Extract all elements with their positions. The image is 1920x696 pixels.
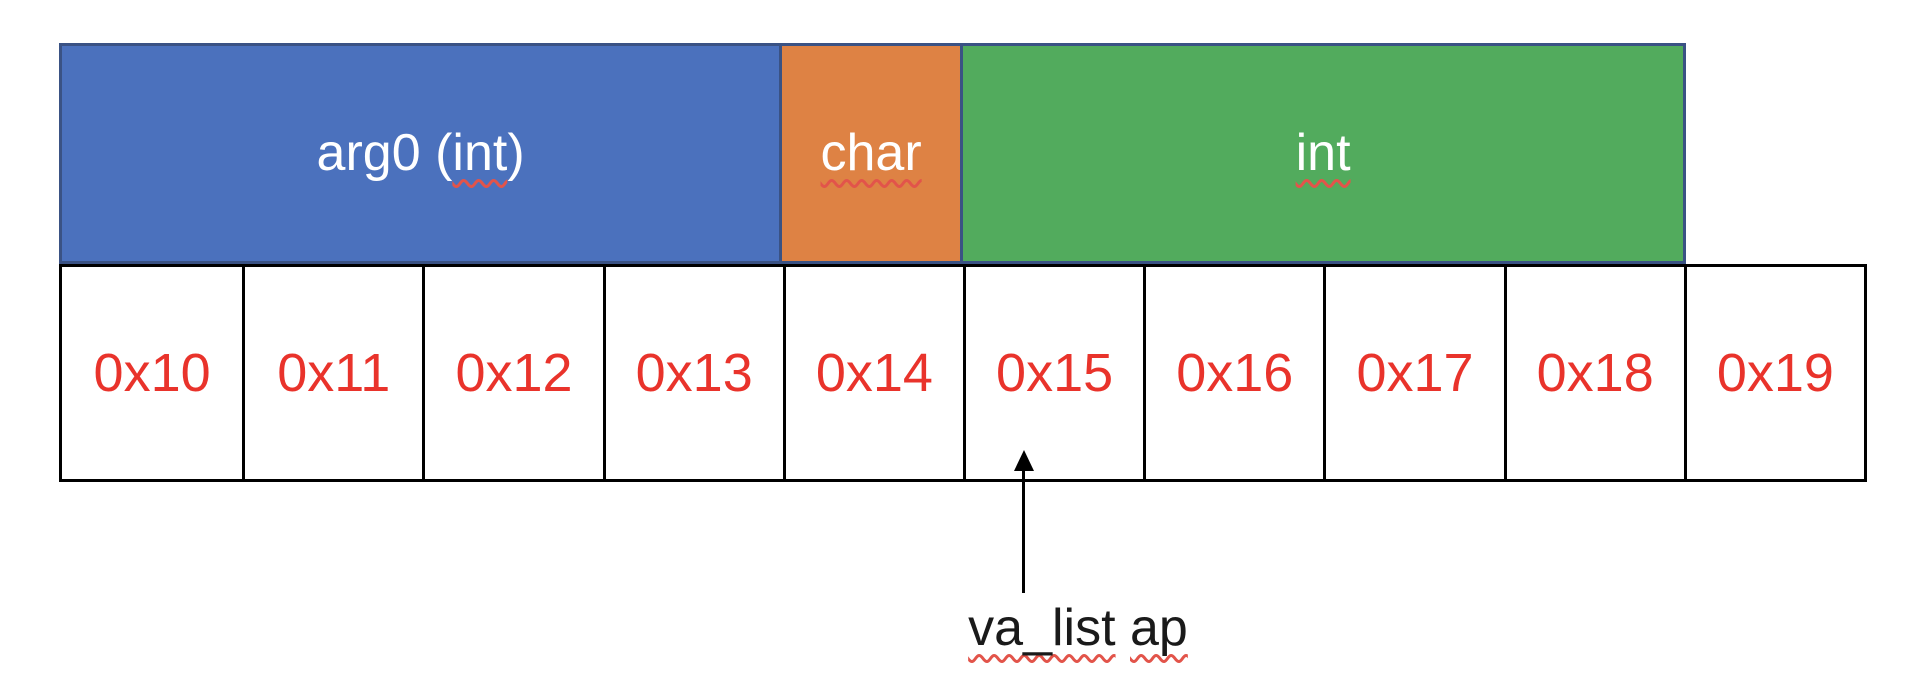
memory-cell-0x10: 0x10 — [62, 267, 242, 479]
char-block: char — [779, 43, 963, 264]
arg0-int-block: arg0 (int) — [59, 43, 783, 264]
memory-cell-0x16: 0x16 — [1143, 267, 1323, 479]
int-block: int — [960, 43, 1687, 264]
cell-address-label: 0x11 — [277, 343, 391, 403]
cell-address-label: 0x18 — [1536, 343, 1654, 403]
cell-address-label: 0x13 — [635, 343, 753, 403]
cell-address-label: 0x10 — [93, 343, 211, 403]
va-list-label-part: ap — [1130, 599, 1188, 657]
arrow-line — [1022, 468, 1025, 593]
arrow-head-icon — [1014, 450, 1034, 471]
memory-cell-0x12: 0x12 — [422, 267, 602, 479]
memory-cell-0x13: 0x13 — [602, 267, 783, 479]
cell-address-label: 0x14 — [815, 343, 933, 403]
cell-address-label: 0x16 — [1176, 343, 1294, 403]
cell-address-label: 0x12 — [455, 343, 573, 403]
band-label-part: char — [820, 123, 922, 182]
va-list-label-part — [1116, 599, 1130, 657]
band-label-part: int — [1295, 123, 1351, 182]
memory-cell-0x15: 0x15 — [962, 267, 1143, 479]
memory-cell-0x11: 0x11 — [242, 267, 422, 479]
memory-cell-0x19: 0x19 — [1683, 267, 1864, 479]
va-list-label-part: va_list — [968, 599, 1116, 657]
cell-address-label: 0x15 — [996, 343, 1114, 403]
memory-cells-row: 0x10 0x11 0x12 0x13 0x14 0x15 0x16 0x17 0x18 0x19 — [59, 264, 1867, 482]
va-list-ap-label: va_list ap — [968, 598, 1188, 658]
memory-cell-0x14: 0x14 — [782, 267, 963, 479]
band-label-part: arg0 ( — [316, 123, 453, 182]
cell-address-label: 0x17 — [1356, 343, 1474, 403]
cell-address-label: 0x19 — [1716, 343, 1834, 403]
band-label-part: ) — [507, 123, 525, 182]
memory-cell-0x17: 0x17 — [1323, 267, 1503, 479]
memory-cell-0x18: 0x18 — [1503, 267, 1684, 479]
band-label-part: int — [452, 123, 508, 182]
